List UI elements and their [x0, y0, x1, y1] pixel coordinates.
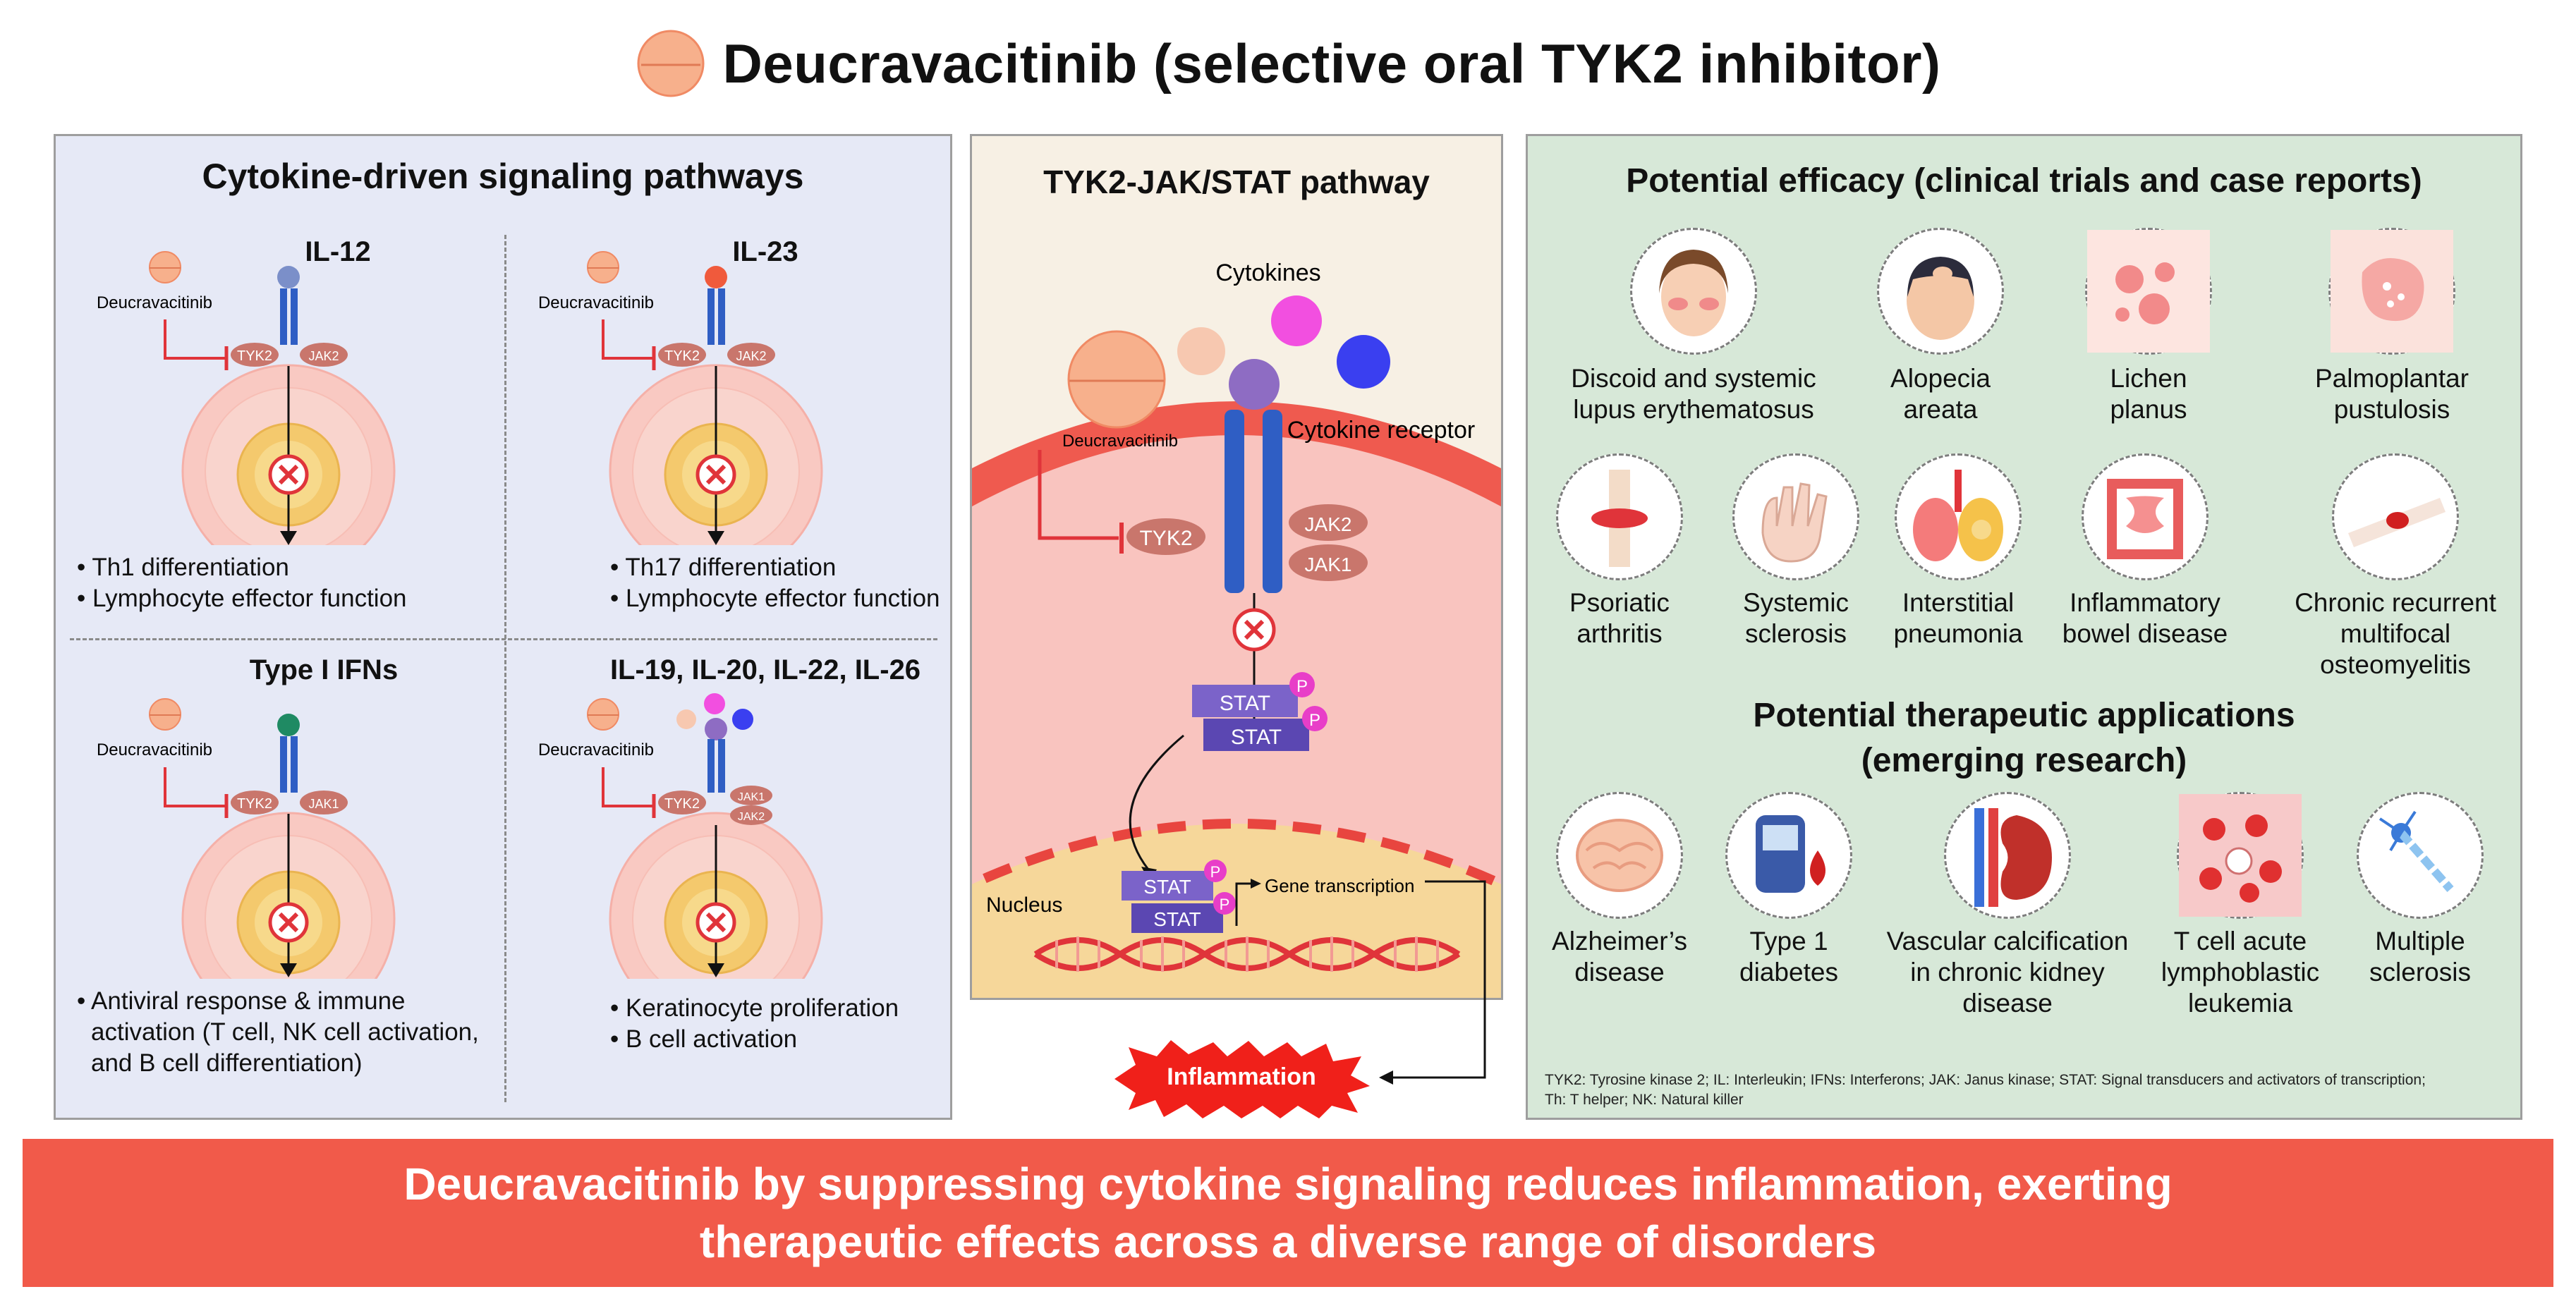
cell-diagram: Deucravacitinib TYK2 JAK2 — [97, 251, 396, 545]
svg-text:STAT: STAT — [1153, 908, 1201, 930]
bone-icon — [2332, 453, 2459, 580]
svg-text:JAK2: JAK2 — [308, 349, 339, 363]
svg-text:JAK1: JAK1 — [1305, 554, 1352, 575]
quadrant-bullets: • Antiviral response & immune activation… — [77, 987, 479, 1077]
drug-label: Deucravacitinib — [1062, 432, 1178, 451]
inflammation-burst: Inflammation — [1107, 1037, 1375, 1121]
svg-text:Deucravacitinib: Deucravacitinib — [538, 293, 654, 312]
starburst-shape — [1114, 1040, 1370, 1118]
svg-text:Deucravacitinib: Deucravacitinib — [97, 740, 212, 759]
quadrant-type1-ifns: Type I IFNs Deucravacitinib TYK2 JAK1 — [56, 640, 504, 1120]
pathway-diagram: Cytokines Deucravacitinib Cytokine recep… — [972, 260, 1501, 998]
quadrant-il12: IL-12 Deucravacitinib TYK2 JAK2 • T — [56, 221, 504, 637]
svg-text:JAK2: JAK2 — [738, 811, 765, 823]
cytokines-label: Cytokines — [1215, 260, 1320, 286]
neuron-icon — [2357, 792, 2484, 919]
title-bar: Deucravacitinib (selective oral TYK2 inh… — [0, 21, 2576, 106]
left-heading: Cytokine-driven signaling pathways — [202, 157, 804, 196]
svg-text:TYK2: TYK2 — [237, 348, 272, 364]
svg-text:STAT: STAT — [1220, 692, 1270, 715]
svg-text:STAT: STAT — [1143, 876, 1191, 898]
quadrant-title: Type I IFNs — [249, 654, 399, 685]
cell-diagram: Deucravacitinib TYK2 JAK2 — [538, 251, 823, 545]
lungs-icon — [1895, 453, 2022, 580]
skin-papule-icon — [2085, 228, 2212, 355]
intestine-icon — [2082, 453, 2209, 580]
drug-label: Deucravacitinib — [97, 293, 212, 312]
efficacy-heading: Potential efficacy (clinical trials and … — [1626, 162, 2422, 200]
potential-efficacy-panel: Potential efficacy (clinical trials and … — [1526, 134, 2522, 1120]
pill-icon — [637, 30, 704, 97]
conclusion-banner: Deucravacitinib by suppressing cytokine … — [23, 1139, 2553, 1287]
skin-patch-icon — [2328, 228, 2455, 355]
middle-heading: TYK2-JAK/STAT pathway — [1043, 164, 1430, 200]
applications-heading: Potential therapeutic applications (emer… — [1753, 697, 2295, 779]
kidney-icon — [1944, 792, 2071, 919]
tyk2-jak-stat-panel: TYK2-JAK/STAT pathway Cytokines Deucrava… — [970, 134, 1503, 1000]
bald-head-icon — [1877, 228, 2004, 355]
cytokine-pathways-panel: Cytokine-driven signaling pathways IL-12… — [54, 134, 952, 1120]
quadrant-il23: IL-23 Deucravacitinib TYK2 JAK2 • T — [504, 221, 953, 637]
svg-text:TYK2: TYK2 — [237, 796, 272, 812]
svg-text:P: P — [1220, 896, 1230, 913]
svg-text:P: P — [1210, 863, 1221, 881]
svg-text:JAK2: JAK2 — [1305, 513, 1352, 535]
cell-diagram: Deucravacitinib TYK2 JAK1 JAK2 — [538, 693, 823, 979]
svg-text:TYK2: TYK2 — [664, 796, 700, 812]
nucleus-label: Nucleus — [986, 893, 1062, 917]
banner-line-2: therapeutic effects across a diverse ran… — [699, 1216, 1877, 1267]
hand-icon — [1732, 453, 1859, 580]
svg-text:STAT: STAT — [1231, 726, 1282, 749]
quadrant-bullets: • Th1 differentiation • Lymphocyte effec… — [77, 554, 407, 612]
svg-text:TYK2: TYK2 — [664, 348, 700, 364]
quadrant-title: IL-12 — [305, 236, 371, 267]
quadrant-bullets: • Keratinocyte proliferation • B cell ac… — [610, 994, 899, 1053]
blood-cells-icon — [2177, 792, 2304, 919]
horizontal-divider — [70, 638, 937, 640]
svg-text:JAK1: JAK1 — [308, 797, 339, 811]
quadrant-title: IL-23 — [732, 236, 798, 267]
brain-icon — [1556, 792, 1683, 919]
face-rash-icon — [1630, 228, 1757, 355]
gene-transcription-label: Gene transcription — [1265, 875, 1414, 896]
knee-joint-icon — [1556, 453, 1683, 580]
quadrant-title: IL-19, IL-20, IL-22, IL-26 — [609, 654, 921, 685]
page-title: Deucravacitinib (selective oral TYK2 inh… — [722, 32, 1941, 94]
quadrant-bullets: • Th17 differentiation • Lymphocyte effe… — [610, 554, 940, 612]
svg-text:TYK2: TYK2 — [1139, 527, 1192, 550]
svg-text:P: P — [1309, 711, 1320, 730]
banner-line-1: Deucravacitinib by suppressing cytokine … — [403, 1159, 2173, 1209]
vertical-divider — [504, 235, 506, 1102]
quadrant-il19-family: IL-19, IL-20, IL-22, IL-26 Deucravacitin… — [504, 640, 953, 1120]
receptor-label: Cytokine receptor — [1287, 417, 1475, 444]
abbreviations-footnote: TYK2: Tyrosine kinase 2; IL: Interleukin… — [1545, 1072, 2426, 1108]
svg-text:JAK1: JAK1 — [738, 791, 765, 803]
svg-text:Deucravacitinib: Deucravacitinib — [538, 740, 654, 759]
svg-text:P: P — [1296, 677, 1308, 696]
inflammation-label: Inflammation — [1167, 1063, 1316, 1090]
glucometer-icon — [1725, 792, 1852, 919]
svg-text:JAK2: JAK2 — [736, 349, 766, 363]
cell-diagram: Deucravacitinib TYK2 JAK1 — [97, 698, 396, 979]
